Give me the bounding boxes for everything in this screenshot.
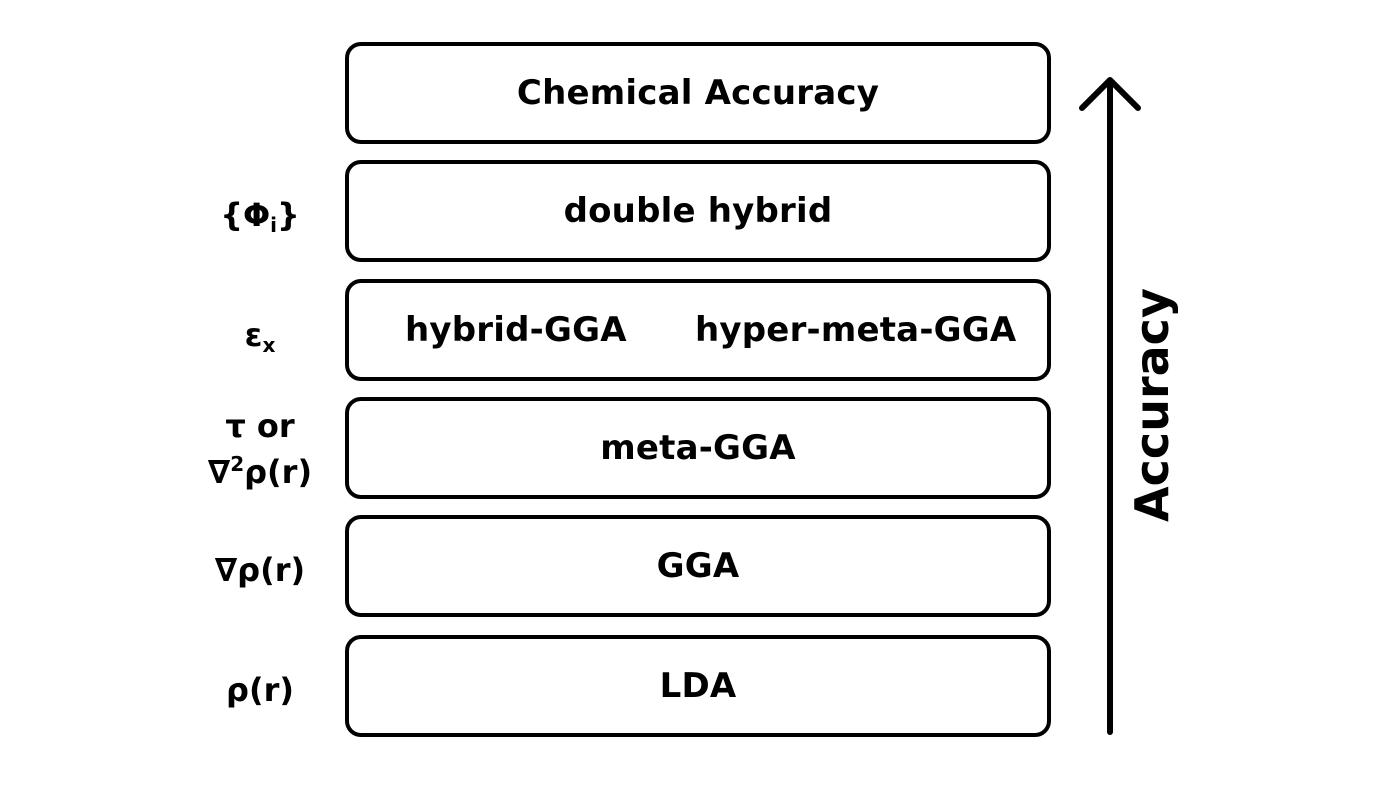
ingredient-kinetic-rest: ρ(r)	[244, 453, 313, 491]
ingredient-gradient-text: ∇ρ(r)	[214, 551, 306, 589]
rung-double-hybrid: double hybrid	[345, 160, 1051, 262]
ingredient-orbitals-close: }	[277, 196, 300, 234]
rung-label-lda: LDA	[659, 666, 737, 706]
ingredient-density: ρ(r)	[185, 671, 335, 709]
ingredient-kinetic-line1: τ or	[225, 407, 295, 445]
rung-meta-gga: meta-GGA	[345, 397, 1051, 499]
rung-lda: LDA	[345, 635, 1051, 737]
rung-gga: GGA	[345, 515, 1051, 617]
up-arrow-icon	[1079, 77, 1141, 735]
rung-label-gga: GGA	[656, 546, 740, 586]
ingredient-exact-exchange-sub: x	[262, 333, 276, 357]
ingredient-orbitals-base: {Φ	[220, 196, 271, 234]
ingredient-exact-exchange: εx	[185, 316, 335, 364]
arrow-head	[1079, 77, 1141, 111]
ingredient-kinetic-line2: ∇2ρ(r)	[185, 445, 335, 491]
rung-label-double-hybrid: double hybrid	[563, 191, 833, 231]
rung-label-hybrid-gga: hybrid-GGA	[405, 310, 627, 350]
ingredient-kinetic-energy: τ or ∇2ρ(r)	[185, 407, 335, 491]
ingredient-exact-exchange-base: ε	[244, 316, 263, 354]
ingredient-kinetic-sup: 2	[230, 452, 245, 476]
ingredient-orbitals-sub: i	[270, 213, 278, 237]
rung-hybrid: hybrid-GGA hyper-meta-GGA	[345, 279, 1051, 381]
rung-label-meta-gga: meta-GGA	[600, 428, 796, 468]
accuracy-axis-label: Accuracy	[1125, 288, 1179, 522]
rung-label-chemical-accuracy: Chemical Accuracy	[516, 73, 880, 113]
ingredient-kinetic-nabla: ∇	[207, 453, 231, 491]
ingredient-density-text: ρ(r)	[226, 671, 294, 709]
rung-chemical-accuracy: Chemical Accuracy	[345, 42, 1051, 144]
ingredient-orbitals: {Φi}	[185, 196, 335, 244]
rung-label-hyper-meta-gga: hyper-meta-GGA	[695, 310, 1017, 350]
ingredient-gradient: ∇ρ(r)	[185, 551, 335, 589]
